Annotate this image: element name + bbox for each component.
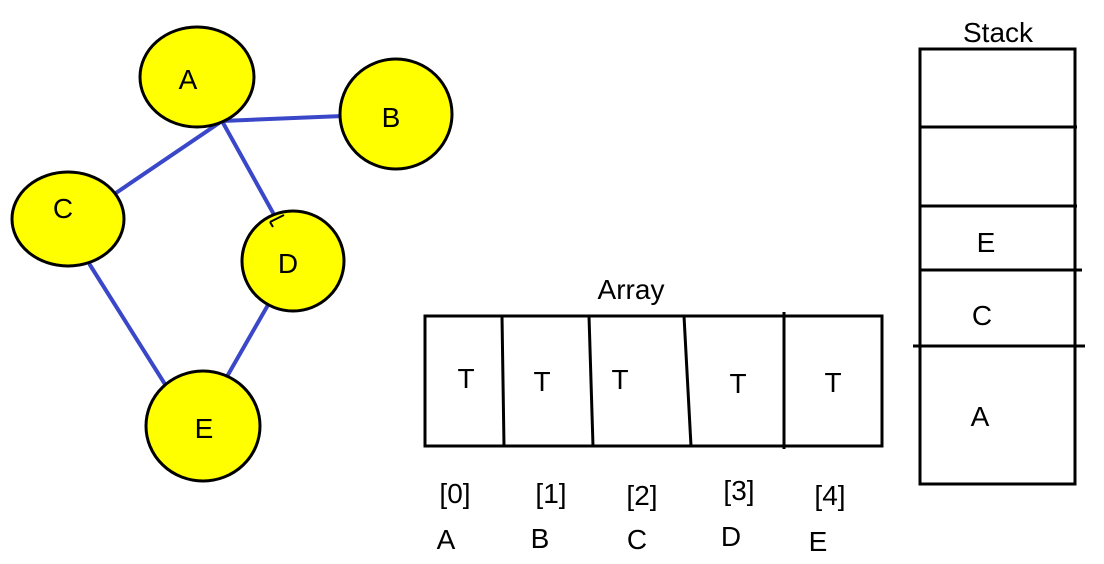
graph-edges [88, 114, 345, 391]
node-b-circle [338, 57, 454, 171]
node-a-circle [138, 25, 256, 129]
array-vertex-1: B [531, 523, 550, 554]
array: Array T T T T T [0] [1] [2] [3] [4] A B … [423, 274, 884, 557]
array-index-1: [1] [535, 478, 566, 509]
array-title: Array [598, 274, 665, 305]
array-cell-4: T [824, 367, 841, 398]
array-cell-0: T [457, 363, 474, 394]
stack-slot-2: E [977, 227, 996, 258]
array-index-2: [2] [626, 480, 657, 511]
graph: A B C D E [10, 25, 454, 483]
stack-title: Stack [963, 17, 1034, 48]
array-index-3: [3] [723, 475, 754, 506]
node-c-circle [10, 170, 126, 268]
node-e: E [144, 369, 262, 483]
stack: Stack E C A [913, 17, 1085, 486]
node-d-circle [240, 209, 346, 313]
node-a: A [138, 25, 256, 129]
array-vertex-3: D [721, 521, 741, 552]
edge-d-e [223, 296, 274, 382]
node-e-circle [144, 369, 262, 483]
array-box [423, 314, 884, 448]
edge-a-c [108, 119, 224, 199]
edge-a-d [220, 119, 279, 222]
array-vertex-4: E [809, 526, 828, 557]
node-a-label: A [179, 64, 198, 95]
edge-a-b [220, 114, 345, 123]
edge-c-e [88, 263, 170, 391]
array-divider-2 [587, 315, 595, 447]
edge-a-d-arrowhead [269, 214, 285, 228]
node-b: B [338, 57, 454, 171]
array-index-4: [4] [814, 480, 845, 511]
array-divider-1 [500, 315, 506, 447]
node-d: D [240, 209, 346, 313]
stack-slot-4: A [971, 401, 990, 432]
array-vertex-0: A [437, 524, 456, 555]
array-cell-2: T [611, 364, 628, 395]
array-index-0: [0] [439, 478, 470, 509]
array-divider-3 [682, 315, 693, 447]
node-c-label: C [53, 193, 73, 224]
stack-box [918, 47, 1077, 486]
array-vertex-2: C [627, 524, 647, 555]
node-d-label: D [278, 248, 298, 279]
array-cell-3: T [729, 368, 746, 399]
node-b-label: B [382, 102, 401, 133]
node-e-label: E [195, 413, 214, 444]
stack-slot-3: C [972, 300, 992, 331]
node-c: C [10, 170, 126, 268]
array-cell-1: T [533, 366, 550, 397]
